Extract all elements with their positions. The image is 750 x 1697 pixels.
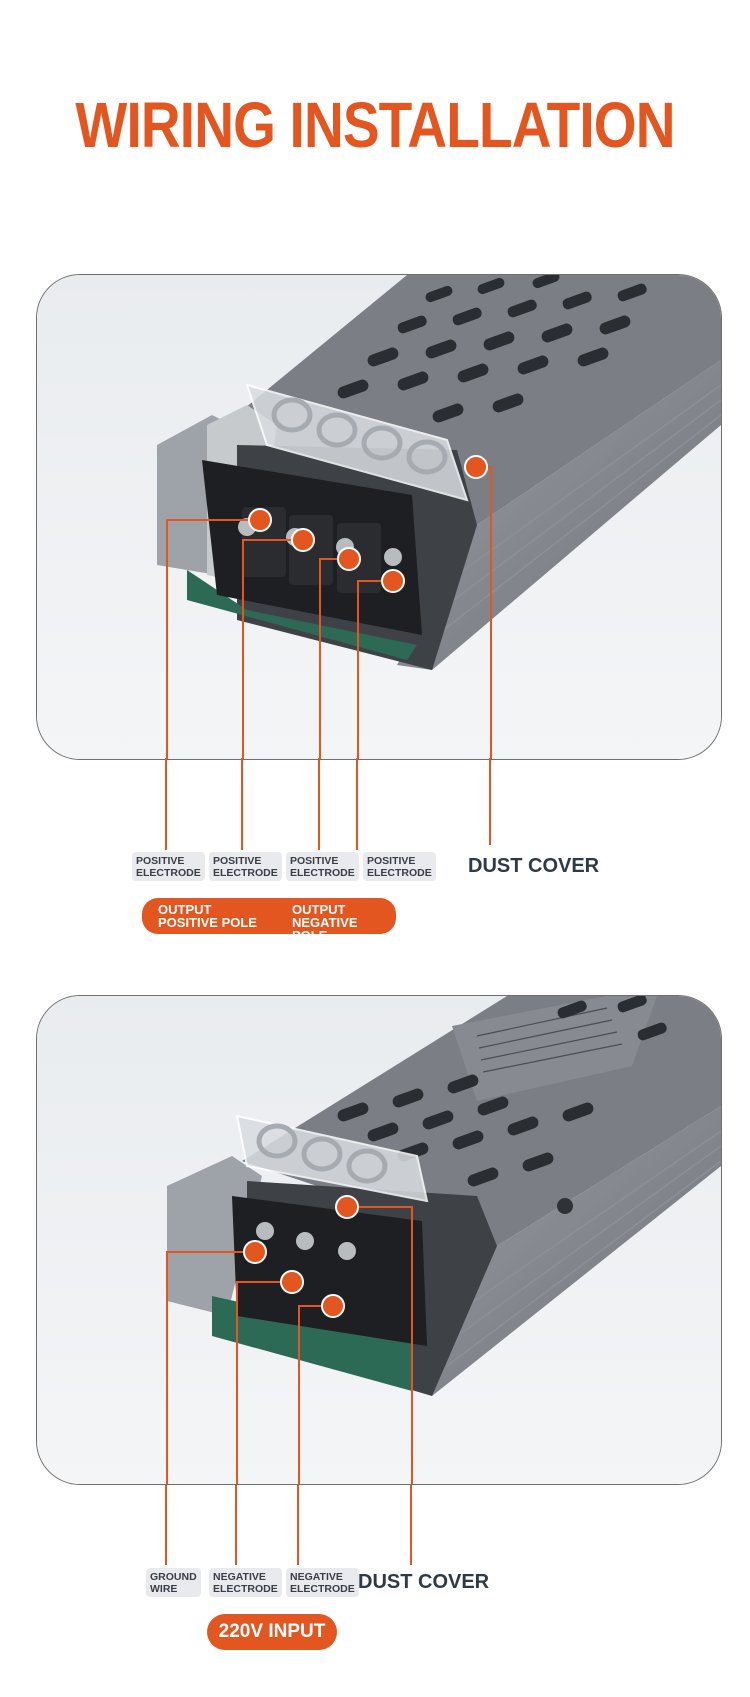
page-title: WIRING INSTALLATION bbox=[75, 89, 675, 161]
output-pole-badge: OUTPUT POSITIVE POLE OUTPUT NEGATIVE POL… bbox=[142, 898, 396, 942]
terminal-label-4: POSITIVE ELECTRODE bbox=[363, 852, 436, 881]
negative-electrode-label-2: NEGATIVE ELECTRODE bbox=[286, 1568, 359, 1597]
output-terminal-photo bbox=[36, 274, 722, 760]
terminal-label-1: POSITIVE ELECTRODE bbox=[132, 852, 205, 881]
input-dust-cover-label: DUST COVER bbox=[358, 1571, 490, 1593]
ground-wire-label: GROUND WIRE bbox=[146, 1568, 201, 1597]
input-voltage-badge: 220V INPUT bbox=[207, 1614, 337, 1650]
output-negative-pole-label: OUTPUT NEGATIVE POLE bbox=[292, 902, 358, 943]
terminal-label-2: POSITIVE ELECTRODE bbox=[209, 852, 282, 881]
input-voltage-label: 220V INPUT bbox=[218, 1621, 326, 1642]
output-positive-pole-label: OUTPUT POSITIVE POLE bbox=[158, 902, 257, 930]
negative-electrode-label-1: NEGATIVE ELECTRODE bbox=[209, 1568, 282, 1597]
terminal-label-3: POSITIVE ELECTRODE bbox=[286, 852, 359, 881]
input-terminal-photo bbox=[36, 995, 722, 1485]
power-supply-input-illustration bbox=[37, 996, 721, 1484]
power-supply-output-illustration bbox=[37, 275, 721, 759]
dust-cover-label: DUST COVER bbox=[468, 855, 600, 877]
